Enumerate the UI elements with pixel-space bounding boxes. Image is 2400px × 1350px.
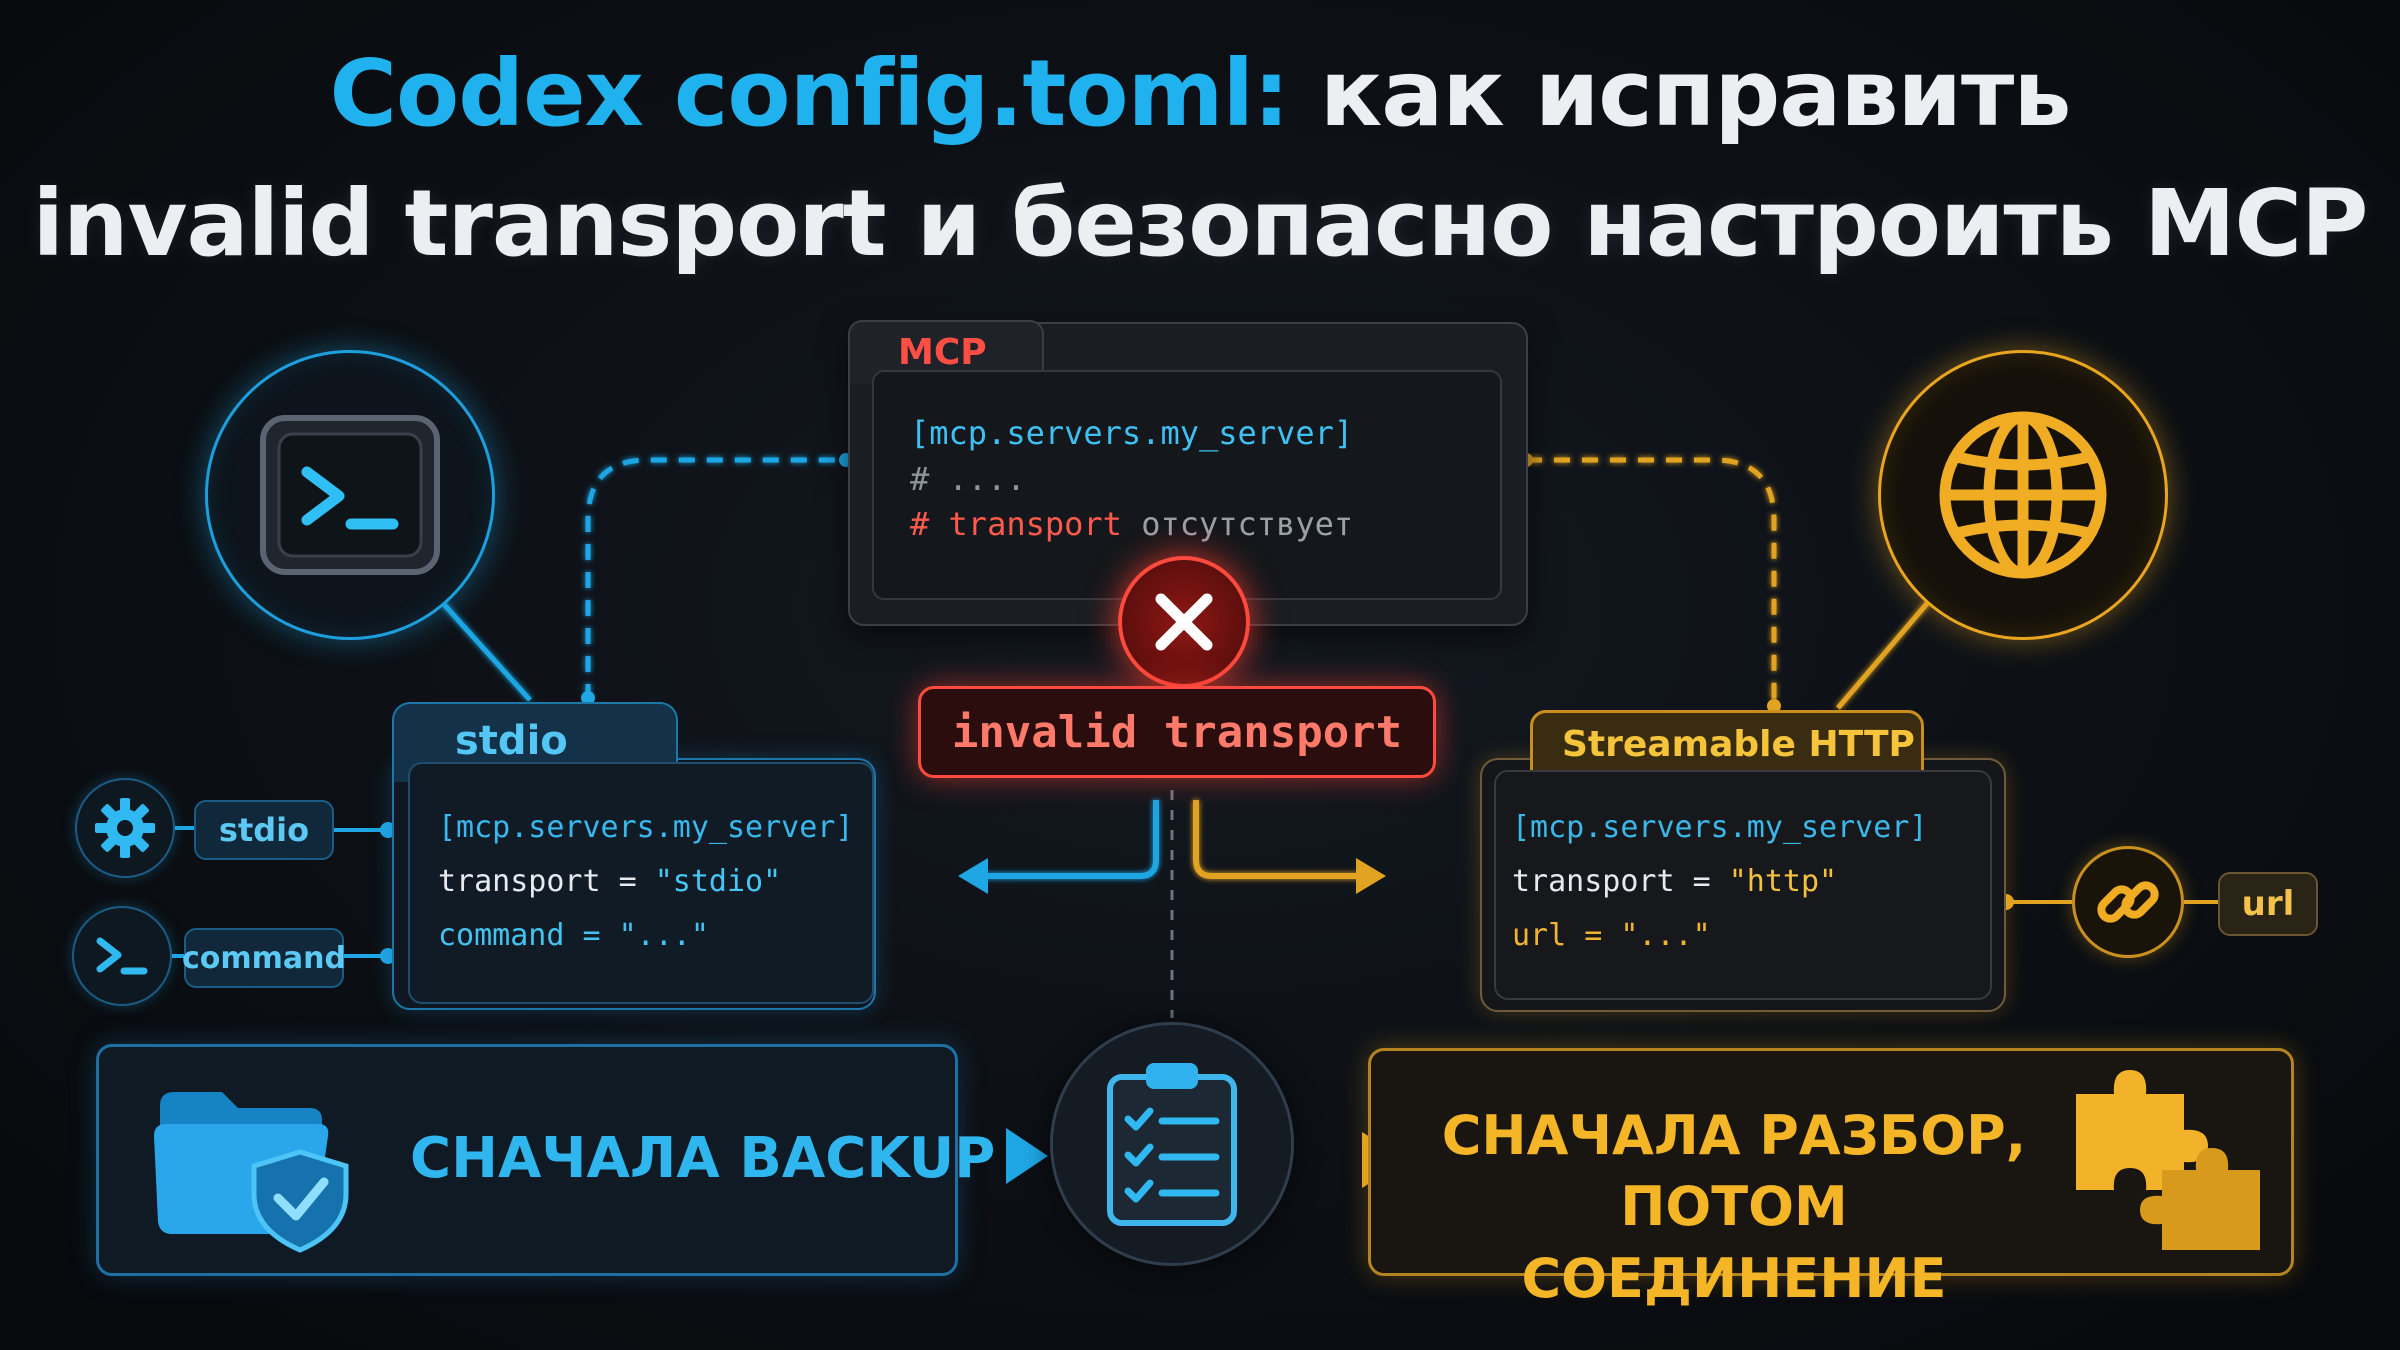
stdio-code-line-1: [mcp.servers.my_server] — [438, 810, 854, 845]
puzzle-icon — [2076, 1070, 2260, 1250]
error-label: invalid transport — [951, 706, 1403, 758]
stdio-code-line-3: command = "..." — [438, 918, 709, 953]
http-transport-value: "http" — [1728, 864, 1838, 899]
title-rest: как исправить — [1288, 40, 2072, 147]
link-circle — [2072, 846, 2184, 958]
folder-shield-icon — [154, 1092, 349, 1253]
terminal-circle — [205, 350, 495, 640]
prompt-icon — [96, 937, 148, 975]
close-icon — [1155, 593, 1213, 651]
http-tab-label: Streamable HTTP — [1562, 724, 1915, 765]
page-title-line2: invalid transport и безопасно настроить … — [32, 170, 2369, 277]
backup-label: СНАЧАЛА BACKUP — [410, 1126, 996, 1191]
mcp-code-line-2: # .... — [910, 460, 1026, 498]
globe-circle — [1878, 350, 2168, 640]
http-code-line-2: transport = "http" — [1512, 864, 1837, 899]
parse-label: СНАЧАЛА РАЗБОР, ПОТОМ СОЕДИНЕНИЕ — [1424, 1100, 2044, 1314]
gear-icon — [95, 798, 155, 858]
http-code-line-1: [mcp.servers.my_server] — [1512, 810, 1928, 845]
checklist-icon — [1107, 1063, 1237, 1226]
url-label-pill: url — [2218, 872, 2318, 936]
arrow-to-stdio — [982, 800, 1159, 879]
page-title-line1: Codex config.toml: как исправить — [0, 48, 2400, 140]
stdio-code-block — [408, 762, 874, 1004]
prompt-circle — [72, 906, 172, 1006]
mcp-code-line-1: [mcp.servers.my_server] — [910, 414, 1354, 452]
terminal-icon — [260, 415, 440, 575]
command-label-pill: command — [182, 928, 346, 988]
parse-label-line2: ПОТОМ СОЕДИНЕНИЕ — [1521, 1175, 1947, 1310]
stdio-transport-value: "stdio" — [654, 864, 782, 899]
mcp-code-line-3: # transport отсутствует — [910, 505, 1353, 543]
stdio-tab-label: stdio — [455, 718, 568, 764]
stdio-label-pill: stdio — [194, 800, 334, 860]
error-circle — [1118, 556, 1250, 688]
wire-stdio-to-mcp — [585, 457, 846, 700]
link-icon — [2097, 881, 2159, 923]
http-code-block — [1494, 770, 1992, 1000]
gear-circle — [75, 778, 175, 878]
mcp-tab-label: MCP — [898, 332, 987, 373]
parse-label-line1: СНАЧАЛА РАЗБОР, — [1441, 1104, 2027, 1167]
http-code-line-3: url = "..." — [1512, 918, 1711, 953]
http-transport-key: transport = — [1512, 864, 1729, 899]
wire-mcp-to-http — [1526, 457, 1777, 708]
mcp-code-comment: # transport — [910, 505, 1122, 543]
title-accent: Codex config.toml: — [329, 40, 1289, 147]
wire-terminal — [438, 598, 532, 702]
mcp-code-note: отсутствует — [1121, 505, 1354, 543]
error-badge: invalid transport — [918, 686, 1436, 778]
arrow-to-http — [1193, 800, 1360, 879]
stdio-code-line-2: transport = "stdio" — [438, 864, 781, 899]
wire-globe — [1836, 598, 1932, 710]
globe-icon — [1939, 411, 2107, 579]
stdio-transport-key: transport = — [438, 864, 655, 899]
checklist-circle — [1050, 1022, 1294, 1266]
